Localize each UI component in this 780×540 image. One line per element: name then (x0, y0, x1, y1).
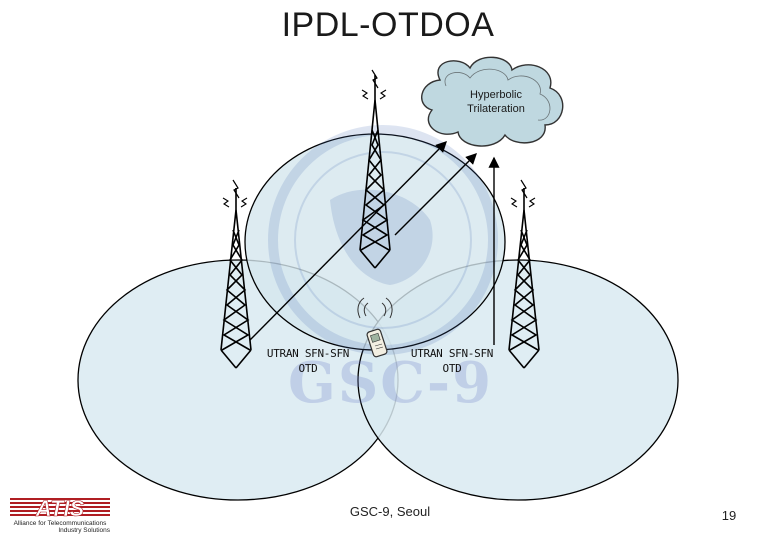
logo-tagline-sub: Industry Solutions (58, 527, 110, 534)
handset-icon (357, 297, 393, 358)
arrow-left-to-cloud (249, 141, 447, 341)
slide-title: IPDL-OTDOA (281, 6, 495, 44)
otd-label-left: UTRAN SFN-SFN OTD (253, 346, 363, 376)
cloud-label-line1: Hyperbolic (470, 89, 522, 101)
otd-label-right-line1: UTRAN SFN-SFN (410, 347, 494, 360)
logo-tagline: Alliance for Telecommunications Industry… (6, 520, 114, 534)
cloud-label: Hyperbolic Trilateration (446, 88, 546, 116)
otd-label-left-line2: OTD (298, 362, 318, 375)
measurement-arrows (249, 141, 500, 345)
otd-label-right: UTRAN SFN-SFN OTD (397, 346, 507, 376)
otd-label-left-line1: UTRAN SFN-SFN (266, 347, 350, 360)
slide-footer: GSC-9, Seoul (349, 504, 431, 519)
page-number: 19 (721, 508, 737, 523)
tower-left (220, 179, 252, 369)
cloud-label-line2: Trilateration (467, 103, 525, 115)
svg-text:ATIS: ATIS (35, 496, 85, 521)
trilateration-cloud (421, 56, 564, 147)
gsc9-watermark: GSC-9 (288, 350, 494, 416)
coverage-cells (77, 133, 679, 501)
tower-right (508, 179, 540, 369)
otd-label-right-line2: OTD (442, 362, 462, 375)
atis-logo: ATIS (10, 496, 110, 521)
tower-top (359, 69, 391, 269)
arrow-center-to-cloud (394, 153, 477, 236)
logo-tagline-main: Alliance for Telecommunications (13, 520, 107, 527)
